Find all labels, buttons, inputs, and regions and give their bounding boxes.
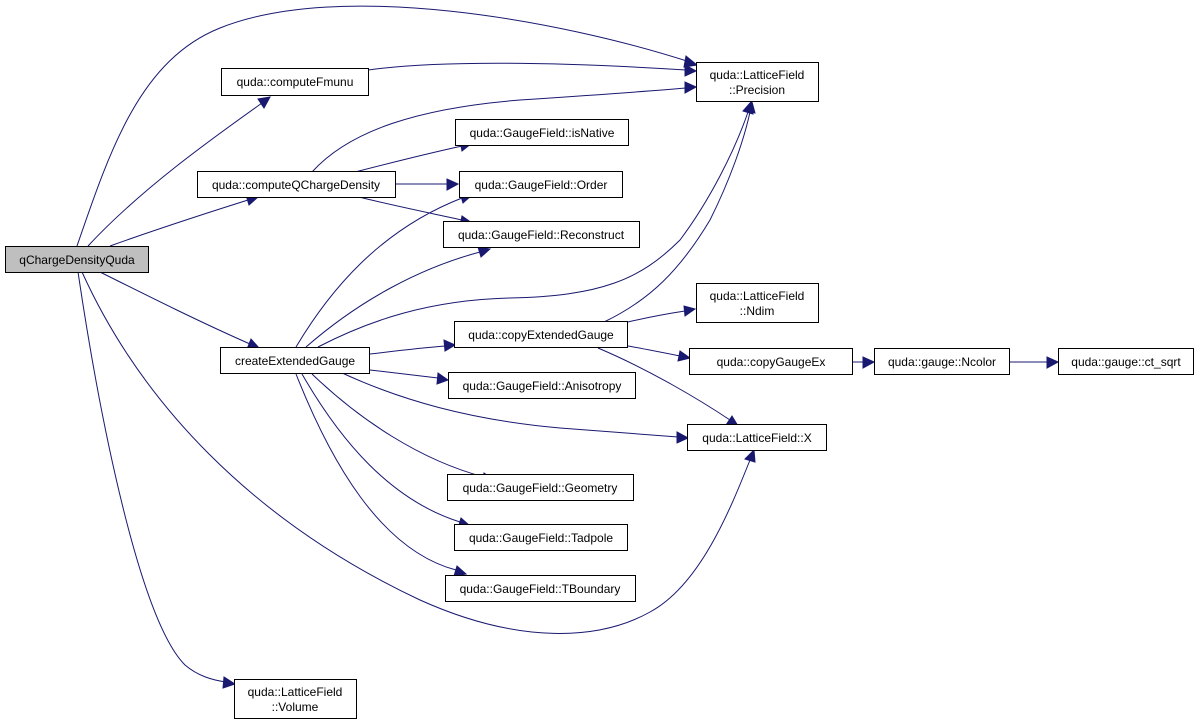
node-label: quda::LatticeField::X — [702, 431, 811, 445]
edge-qchargedens-order — [396, 178, 460, 191]
node-label: quda::GaugeField::Geometry — [463, 481, 618, 495]
edge-copyext-precision — [603, 100, 756, 323]
edge-createext-anisotropy — [369, 369, 450, 385]
node-label: quda::gauge::ct_sqrt — [1071, 355, 1181, 369]
node-label-line2: ::Volume — [272, 700, 319, 714]
node-label: quda::GaugeField::Order — [475, 178, 608, 192]
edge-qcharge-volume — [77, 271, 237, 689]
node-compute-qcharge-density[interactable]: quda::computeQChargeDensity — [197, 171, 396, 198]
node-label: quda::copyGaugeEx — [717, 355, 826, 369]
node-gaugefield-tboundary[interactable]: quda::GaugeField::TBoundary — [445, 575, 636, 602]
node-label: quda::copyExtendedGauge — [468, 328, 614, 342]
edge-qcharge-precision — [76, 5, 699, 247]
edge-qcharge-createext — [99, 271, 261, 350]
edge-copyext-copygaugeex — [627, 345, 692, 362]
node-label: createExtendedGauge — [235, 354, 355, 368]
edge-qcharge-latticex — [81, 271, 756, 634]
nodes-layer: qChargeDensityQuda quda::computeFmunu qu… — [5, 62, 1194, 719]
node-copy-gauge-ex[interactable]: quda::copyGaugeEx — [689, 348, 853, 375]
node-label: quda::GaugeField::isNative — [470, 126, 615, 140]
node-label: quda::GaugeField::Anisotropy — [463, 379, 622, 393]
edge-fmunu-precision — [367, 62, 698, 77]
edge-qchargedens-isnative — [354, 140, 474, 173]
edge-createext-latticex — [339, 371, 690, 444]
node-compute-fmunu[interactable]: quda::computeFmunu — [221, 68, 369, 96]
node-gaugefield-tadpole[interactable]: quda::GaugeField::Tadpole — [454, 524, 628, 551]
node-label: quda::GaugeField::Tadpole — [469, 531, 613, 545]
node-label: quda::computeFmunu — [237, 75, 354, 89]
node-label-line1: quda::LatticeField — [248, 685, 343, 699]
node-qchargedensityquda[interactable]: qChargeDensityQuda — [5, 246, 149, 273]
node-label: quda::GaugeField::TBoundary — [460, 582, 621, 596]
node-gaugefield-isnative[interactable]: quda::GaugeField::isNative — [455, 119, 629, 146]
node-label-line1: quda::LatticeField — [710, 68, 805, 82]
edge-copyext-ndim — [627, 305, 697, 323]
node-gaugefield-reconstruct[interactable]: quda::GaugeField::Reconstruct — [443, 221, 640, 248]
node-latticefield-volume[interactable]: quda::LatticeField ::Volume — [234, 679, 357, 719]
node-copy-extended-gauge[interactable]: quda::copyExtendedGauge — [454, 321, 628, 348]
node-gaugefield-order[interactable]: quda::GaugeField::Order — [459, 171, 623, 198]
node-label-line1: quda::LatticeField — [710, 289, 805, 303]
edge-qcharge-fmunu — [87, 96, 271, 247]
node-gaugefield-geometry[interactable]: quda::GaugeField::Geometry — [447, 474, 634, 501]
edge-ncolor-ctsqrt — [1010, 356, 1060, 369]
node-latticefield-precision[interactable]: quda::LatticeField ::Precision — [696, 62, 819, 102]
node-label: quda::GaugeField::Reconstruct — [458, 228, 625, 242]
edge-createext-copyext — [369, 339, 457, 355]
node-label-line2: ::Precision — [729, 83, 785, 97]
node-gaugefield-anisotropy[interactable]: quda::GaugeField::Anisotropy — [448, 372, 636, 399]
node-label: qChargeDensityQuda — [19, 253, 135, 267]
node-label: quda::gauge::Ncolor — [888, 355, 996, 369]
node-label: quda::computeQChargeDensity — [212, 178, 380, 192]
edge-qchargedens-precision — [311, 81, 698, 173]
node-gauge-ncolor[interactable]: quda::gauge::Ncolor — [874, 348, 1010, 375]
node-latticefield-x[interactable]: quda::LatticeField::X — [687, 424, 827, 451]
edge-copygaugeex-ncolor — [852, 356, 876, 369]
edge-createext-tadpole — [301, 373, 472, 529]
edges-layer — [76, 5, 1060, 689]
node-create-extended-gauge[interactable]: createExtendedGauge — [220, 347, 370, 374]
node-label-line2: ::Ndim — [740, 304, 775, 318]
node-latticefield-ndim[interactable]: quda::LatticeField ::Ndim — [696, 283, 819, 323]
node-gauge-ct-sqrt[interactable]: quda::gauge::ct_sqrt — [1058, 348, 1194, 375]
